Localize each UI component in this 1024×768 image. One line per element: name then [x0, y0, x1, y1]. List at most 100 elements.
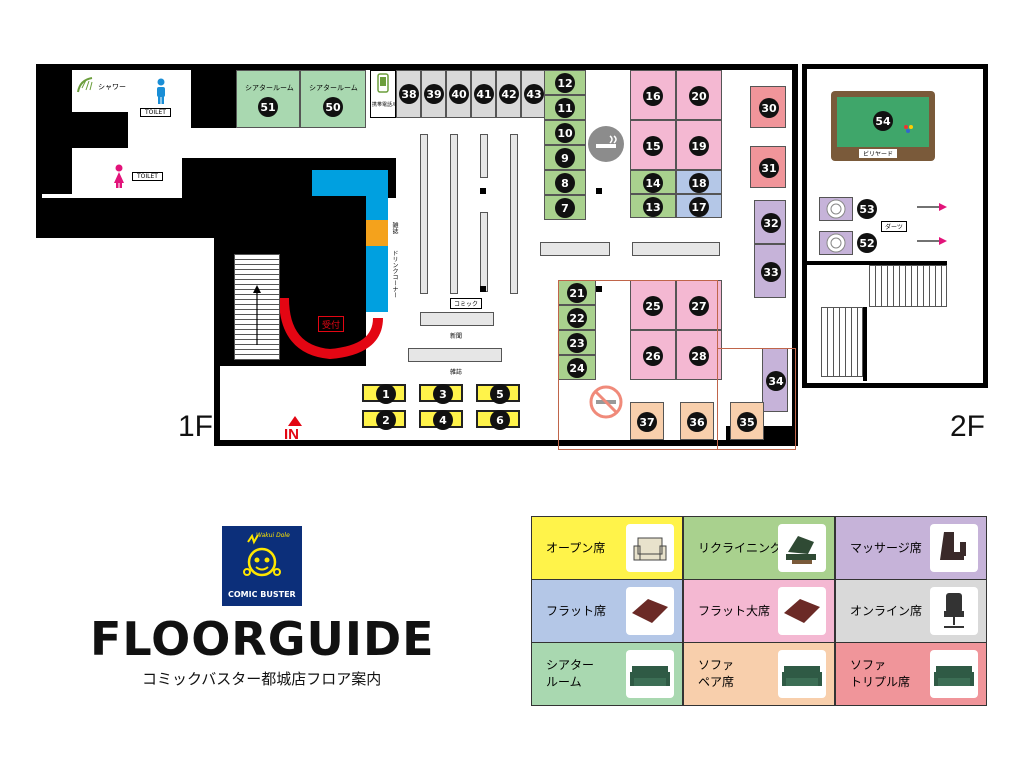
- recliner-seat-14[interactable]: 14: [630, 170, 676, 194]
- darts-board-52[interactable]: [819, 231, 853, 255]
- open-seat-4[interactable]: 4: [419, 410, 463, 430]
- seat-number: 42: [499, 84, 519, 104]
- seat-number: 6: [490, 410, 510, 430]
- open-seat-6[interactable]: 6: [476, 410, 520, 430]
- theater-room-51[interactable]: シアタールーム 51: [236, 70, 300, 128]
- legend-item: マッサージ席: [835, 516, 987, 580]
- comic-label: コミック: [450, 298, 483, 309]
- legend-item: オンライン席: [835, 579, 987, 643]
- flat-large-seat-26[interactable]: 26: [630, 330, 676, 380]
- flat-seat-18[interactable]: 18: [676, 170, 722, 194]
- recliner-seat-22[interactable]: 22: [558, 305, 596, 330]
- floor-1-map: シャワー TOILET TOILET シアタールーム 51 シアタールーム 50: [36, 64, 798, 450]
- open-seat-2[interactable]: 2: [362, 410, 406, 430]
- seat-number: 52: [857, 233, 877, 253]
- flat-seat-17[interactable]: 17: [676, 194, 722, 218]
- flat-large-seat-20[interactable]: 20: [676, 70, 722, 120]
- darts-board-53[interactable]: [819, 197, 853, 221]
- seat-number: 16: [643, 86, 663, 106]
- open-seat-1[interactable]: 1: [362, 384, 406, 404]
- newspaper-label: 新聞: [450, 333, 463, 340]
- toilet-men-label: TOILET: [140, 108, 171, 117]
- flat-large-seat-15[interactable]: 15: [630, 120, 676, 170]
- pair-sofa-seat-35[interactable]: 35: [730, 402, 764, 440]
- dartboard-icon: [826, 233, 846, 253]
- staircase: [234, 254, 280, 360]
- office-chair-icon: [930, 587, 978, 635]
- online-seat-34[interactable]: 34: [762, 348, 788, 412]
- online-seat-39[interactable]: 39: [421, 70, 446, 118]
- smartphone-room[interactable]: 携帯電話ルーム: [370, 70, 407, 118]
- flat-large-seat-16[interactable]: 16: [630, 70, 676, 120]
- seat-number: 12: [555, 73, 575, 93]
- toilet-women: TOILET: [100, 158, 182, 194]
- floor-1-label: 1F: [178, 410, 214, 443]
- recliner-seat-9[interactable]: 9: [544, 145, 586, 170]
- seat-number: 3: [433, 384, 453, 404]
- drink-counter: [366, 170, 388, 220]
- recliner-seat-24[interactable]: 24: [558, 355, 596, 380]
- seat-number: 51: [258, 97, 278, 117]
- triple-sofa-seat-30[interactable]: 30: [750, 86, 786, 128]
- recliner-seat-13[interactable]: 13: [630, 194, 676, 218]
- sofa-icon: [626, 650, 674, 698]
- flat-large-seat-25[interactable]: 25: [630, 280, 676, 330]
- floor-2-map: 54 ビリヤード 53 52 ダーツ: [802, 64, 988, 388]
- legend-label: フラット席: [546, 604, 607, 618]
- seat-number: 40: [449, 84, 469, 104]
- seat-number: 13: [643, 197, 663, 217]
- recliner-seat-7[interactable]: 7: [544, 195, 586, 220]
- billiards-table[interactable]: 54 ビリヤード: [831, 91, 935, 161]
- legend-item: ソファ トリプル席: [835, 642, 987, 706]
- smartphone-room-label: 携帯電話ルーム: [372, 102, 407, 108]
- online-seat-38[interactable]: 38: [396, 70, 421, 118]
- seat-number: 35: [737, 412, 757, 432]
- seat-number: 19: [689, 136, 709, 156]
- seat-number: 31: [759, 158, 779, 178]
- online-seat-40[interactable]: 40: [446, 70, 471, 118]
- seat-number: 30: [759, 98, 779, 118]
- flat-large-seat-28[interactable]: 28: [676, 330, 722, 380]
- pillar: [596, 188, 602, 194]
- floor-2-label: 2F: [950, 410, 986, 443]
- toilet-women-label: TOILET: [132, 172, 163, 181]
- open-seat-5[interactable]: 5: [476, 384, 520, 404]
- legend-label: リクライニング席: [698, 541, 795, 555]
- page-title: FLOORGUIDE: [90, 612, 435, 666]
- seat-number: 14: [643, 173, 663, 193]
- seat-number: 1: [376, 384, 396, 404]
- seat-number: 5: [490, 384, 510, 404]
- recliner-seat-8[interactable]: 8: [544, 170, 586, 195]
- online-seat-43[interactable]: 43: [521, 70, 546, 118]
- seat-number: 50: [323, 97, 343, 117]
- seat-number: 41: [474, 84, 494, 104]
- open-seat-3[interactable]: 3: [419, 384, 463, 404]
- flat-mat-icon: [778, 587, 826, 635]
- recliner-seat-12[interactable]: 12: [544, 70, 586, 95]
- flat-large-seat-27[interactable]: 27: [676, 280, 722, 330]
- pair-sofa-seat-36[interactable]: 36: [680, 402, 714, 440]
- theater-room-50[interactable]: シアタールーム 50: [300, 70, 366, 128]
- wall: [792, 64, 798, 446]
- recliner-seat-23[interactable]: 23: [558, 330, 596, 355]
- online-seat-42[interactable]: 42: [496, 70, 521, 118]
- drink-counter-orange: [366, 220, 388, 246]
- massage-seat-32[interactable]: 32: [754, 200, 786, 244]
- seat-number: 15: [643, 136, 663, 156]
- seat-number: 24: [567, 358, 587, 378]
- recliner-seat-10[interactable]: 10: [544, 120, 586, 145]
- non-smoking-zone-outline: [718, 348, 796, 450]
- triple-sofa-seat-31[interactable]: 31: [750, 146, 786, 188]
- seat-number: 54: [873, 111, 893, 131]
- pillar: [596, 286, 602, 292]
- pair-sofa-seat-37[interactable]: 37: [630, 402, 664, 440]
- legend-item: フラット席: [531, 579, 683, 643]
- flat-large-seat-19[interactable]: 19: [676, 120, 722, 170]
- comic-buster-logo: Wakui Dole COMIC BUSTER: [222, 526, 302, 606]
- seat-number: 33: [761, 262, 781, 282]
- massage-seat-33[interactable]: 33: [754, 244, 786, 298]
- online-seat-41[interactable]: 41: [471, 70, 496, 118]
- recliner-seat-11[interactable]: 11: [544, 95, 586, 120]
- seat-number: 8: [555, 173, 575, 193]
- billiards-label: ビリヤード: [859, 149, 898, 158]
